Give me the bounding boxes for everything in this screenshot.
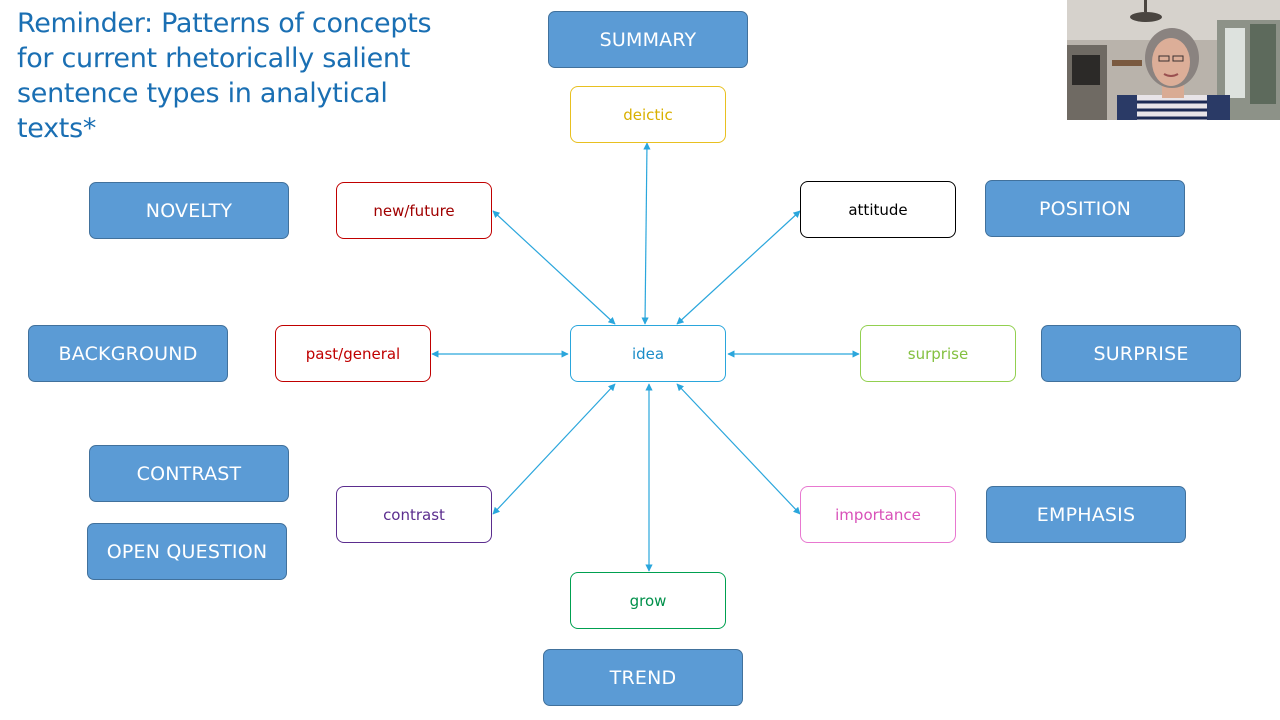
concept-importance-label: importance xyxy=(835,505,921,524)
concept-contrast-label: contrast xyxy=(383,505,445,524)
category-emphasis: EMPHASIS xyxy=(986,486,1186,543)
category-summary: SUMMARY xyxy=(548,11,748,68)
category-trend-label: TREND xyxy=(609,666,677,689)
link-idea-deictic xyxy=(641,142,651,325)
concept-grow-label: grow xyxy=(629,591,667,610)
concept-past-general: past/general xyxy=(275,325,431,382)
category-surprise-label: SURPRISE xyxy=(1093,342,1189,365)
webcam-scene xyxy=(1067,0,1280,120)
category-contrast: CONTRAST xyxy=(89,445,289,502)
concept-idea: idea xyxy=(570,325,726,382)
link-idea-new-future xyxy=(492,210,616,325)
category-novelty-label: NOVELTY xyxy=(145,199,233,222)
category-novelty: NOVELTY xyxy=(89,182,289,239)
concept-importance: importance xyxy=(800,486,956,543)
category-background-label: BACKGROUND xyxy=(58,342,198,365)
category-surprise: SURPRISE xyxy=(1041,325,1241,382)
concept-grow: grow xyxy=(570,572,726,629)
concept-attitude: attitude xyxy=(800,181,956,238)
concept-new-future-label: new/future xyxy=(373,201,455,220)
category-open-question-label: OPEN QUESTION xyxy=(106,540,268,563)
presenter-webcam xyxy=(1067,0,1280,120)
category-trend: TREND xyxy=(543,649,743,706)
category-emphasis-label: EMPHASIS xyxy=(1036,503,1136,526)
category-position: POSITION xyxy=(985,180,1185,237)
category-position-label: POSITION xyxy=(1038,197,1132,220)
concept-contrast: contrast xyxy=(336,486,492,543)
concept-surprise-label: surprise xyxy=(907,344,969,363)
link-idea-importance xyxy=(676,383,801,515)
slide-title: Reminder: Patterns of concepts for curre… xyxy=(17,8,432,144)
concept-idea-label: idea xyxy=(631,344,665,363)
category-background: BACKGROUND xyxy=(28,325,228,382)
category-contrast-label: CONTRAST xyxy=(136,462,242,485)
concept-surprise: surprise xyxy=(860,325,1016,382)
link-idea-contrast xyxy=(492,383,616,515)
concept-deictic-label: deictic xyxy=(623,105,673,124)
link-idea-attitude xyxy=(676,210,801,325)
concept-new-future: new/future xyxy=(336,182,492,239)
category-summary-label: SUMMARY xyxy=(599,28,697,51)
concept-deictic: deictic xyxy=(570,86,726,143)
concept-attitude-label: attitude xyxy=(848,200,908,219)
concept-past-general-label: past/general xyxy=(305,344,401,363)
category-open-question: OPEN QUESTION xyxy=(87,523,287,580)
